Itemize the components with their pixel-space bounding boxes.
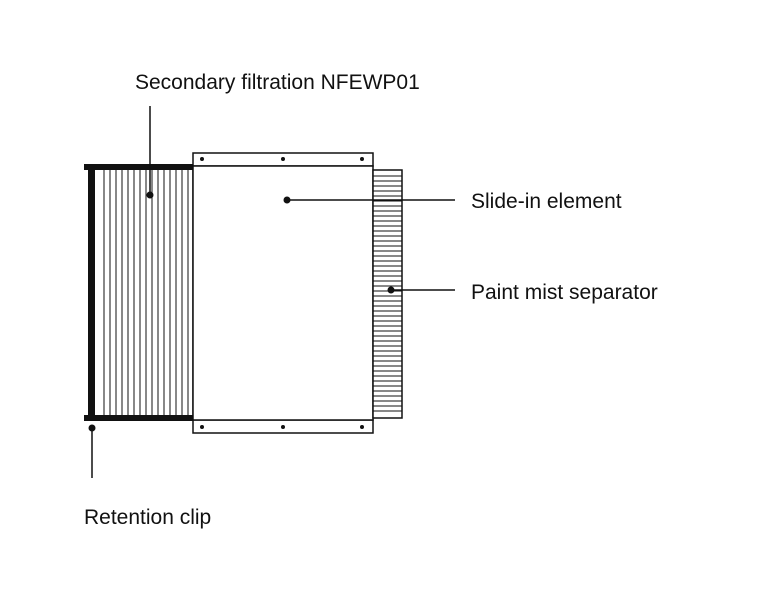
rail-screw-top-1 — [200, 157, 204, 161]
paint-mist-ribs — [373, 175, 402, 412]
paint-mist-separator — [372, 169, 403, 419]
rail-screw-bottom-2 — [281, 425, 285, 429]
secondary-filter-frame — [89, 167, 194, 419]
rail-screw-top-3 — [360, 157, 364, 161]
secondary-filter-bottom-bar — [84, 415, 194, 421]
label-secondary-filtration: Secondary filtration NFEWP01 — [135, 71, 420, 94]
rail-screw-top-2 — [281, 157, 285, 161]
label-paint-mist-separator: Paint mist separator — [471, 281, 658, 304]
secondary-filter-pleats — [103, 170, 189, 416]
label-slide-in-element: Slide-in element — [471, 190, 622, 213]
leader-dot-paint-mist — [387, 286, 395, 294]
secondary-filter-top-bar — [84, 164, 194, 170]
leader-dot-retention-clip — [88, 424, 96, 432]
slide-in-element — [192, 152, 374, 434]
label-retention-clip: Retention clip — [84, 506, 211, 529]
slide-in-body — [192, 165, 374, 421]
rail-screw-bottom-3 — [360, 425, 364, 429]
secondary-filter-block — [84, 164, 194, 421]
retention-clip-bar — [88, 168, 95, 418]
rail-screw-bottom-1 — [200, 425, 204, 429]
leader-dot-slide-in — [283, 196, 291, 204]
leader-dot-secondary-filtration — [146, 191, 154, 199]
